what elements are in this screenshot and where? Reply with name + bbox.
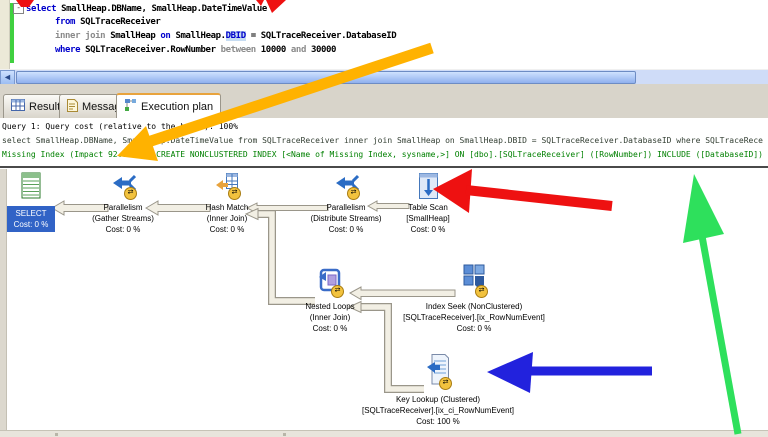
plan-node-nested-loops[interactable]: ⇄ Nested Loops (Inner Join) Cost: 0 % [278, 267, 382, 334]
tab-label: Execution plan [141, 100, 214, 113]
tab-label: Results [29, 100, 66, 113]
missing-index-hint-line[interactable]: Missing Index (Impact 92.7231): CREATE N… [2, 150, 763, 159]
parallel-badge-icon: ⇄ [124, 187, 137, 200]
plan-node-table-scan[interactable]: Table Scan [SmallHeap] Cost: 0 % [383, 172, 473, 235]
nested-loops-icon: ⇄ [278, 267, 382, 301]
plan-node-key-lookup[interactable]: ⇄ Key Lookup (Clustered) [SQLTraceReceiv… [352, 353, 524, 427]
code-line: from SQLTraceReceiver [55, 17, 161, 27]
execution-plan-icon [124, 98, 137, 115]
select-result-icon [2, 172, 60, 202]
plan-node-parallelism-gather[interactable]: ⇄ Parallelism (Gather Streams) Cost: 0 % [71, 172, 175, 235]
tab-execution-plan[interactable]: Execution plan [116, 93, 222, 118]
query-cost-line: Query 1: Query cost (relative to the bat… [2, 122, 239, 131]
table-scan-icon [383, 172, 473, 202]
parallelism-icon: ⇄ [71, 172, 175, 202]
code-line: -select SmallHeap.DBName, SmallHeap.Date… [0, 3, 768, 16]
pane-separator [0, 166, 768, 168]
parallel-badge-icon: ⇄ [347, 187, 360, 200]
plan-node-parallelism-distribute[interactable]: ⇄ Parallelism (Distribute Streams) Cost:… [285, 172, 407, 235]
plan-horizontal-scrollbar[interactable] [0, 430, 768, 437]
results-tab-strip: Results Messages Execution plan [0, 84, 768, 118]
parallel-badge-icon: ⇄ [439, 377, 452, 390]
scrollbar-thumb[interactable] [16, 71, 636, 84]
hash-match-icon: ⇄ [175, 172, 279, 202]
parallel-badge-icon: ⇄ [228, 187, 241, 200]
plan-node-index-seek[interactable]: ⇄ Index Seek (NonClustered) [SQLTraceRec… [388, 263, 560, 334]
index-seek-icon: ⇄ [388, 263, 560, 301]
messages-note-icon [67, 98, 78, 115]
plan-left-margin [0, 169, 7, 430]
editor-indicator-margin [0, 0, 10, 69]
fold-toggle-icon[interactable]: - [13, 3, 24, 14]
key-lookup-icon: ⇄ [352, 353, 524, 394]
plan-header-pane[interactable]: Query 1: Query cost (relative to the bat… [0, 118, 768, 168]
code-line: where SQLTraceReceiver.RowNumber between… [55, 45, 337, 55]
scroll-left-arrow-icon[interactable]: ◄ [0, 70, 15, 85]
parallel-badge-icon: ⇄ [331, 285, 344, 298]
plan-node-hash-match[interactable]: ⇄ Hash Match (Inner Join) Cost: 0 % [175, 172, 279, 235]
results-grid-icon [11, 99, 25, 114]
editor-horizontal-scrollbar[interactable]: ◄ [0, 69, 768, 85]
parallelism-icon: ⇄ [285, 172, 407, 202]
change-tracking-bar [10, 3, 14, 63]
selected-node-highlight: SELECT Cost: 0 % [7, 206, 55, 232]
parallel-badge-icon: ⇄ [475, 285, 488, 298]
statement-text-line: select SmallHeap.DBName, SmallHeap.DateT… [2, 136, 763, 145]
query-editor[interactable]: -select SmallHeap.DBName, SmallHeap.Date… [0, 0, 768, 69]
code-line: inner join SmallHeap on SmallHeap.DBID =… [55, 31, 397, 41]
plan-node-select[interactable]: SELECT Cost: 0 % [2, 172, 60, 232]
